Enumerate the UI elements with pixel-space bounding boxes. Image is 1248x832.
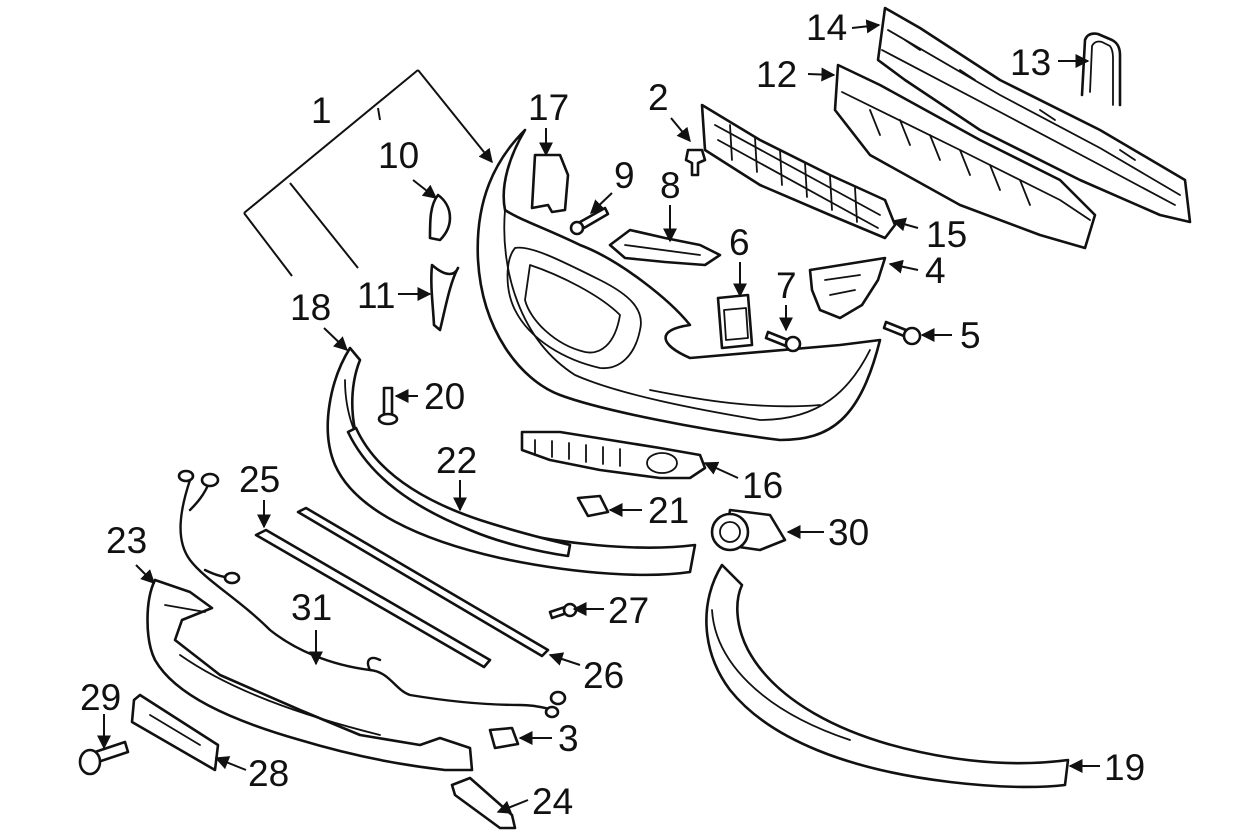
part-13-u-bracket: [1080, 32, 1122, 107]
part-5-bolt: [882, 320, 922, 346]
callout-13: 13: [1010, 42, 1051, 83]
part-31-wiring-harness: [177, 469, 567, 719]
callout-28: 28: [248, 753, 289, 794]
part-26-strip: [296, 506, 550, 658]
part-20-bolt: [377, 386, 399, 426]
callout-labels: 1 2 3 4 5 6 7 8 9 10 11 12 13 14 15 16 1…: [80, 7, 1145, 822]
callout-31: 31: [291, 587, 332, 628]
part-29-tow-hook: [78, 740, 130, 776]
callout-30: 30: [828, 512, 869, 553]
part-30-sensor: [710, 508, 787, 552]
callout-4: 4: [925, 250, 946, 291]
callout-23: 23: [106, 520, 147, 561]
callout-18: 18: [290, 287, 331, 328]
callout-16: 16: [742, 465, 783, 506]
part-14-reinforcement-bar: [876, 6, 1192, 224]
callout-15: 15: [926, 214, 967, 255]
callout-17: 17: [528, 87, 569, 128]
part-2-clip: [684, 148, 707, 177]
callout-19: 19: [1104, 747, 1145, 788]
callout-3: 3: [558, 718, 579, 759]
part-15-grille-mesh: [700, 103, 897, 240]
callout-2: 2: [648, 77, 669, 118]
part-1-bumper-cover: [476, 128, 882, 442]
callout-9: 9: [614, 155, 635, 196]
part-3-clip: [488, 726, 520, 750]
part-19-lower-lip: [705, 563, 1070, 789]
leader-lines: [97, 19, 1100, 814]
callout-20: 20: [424, 376, 465, 417]
callout-21: 21: [648, 490, 689, 531]
part-11-cover: [430, 263, 460, 332]
callout-25: 25: [239, 459, 280, 500]
callout-5: 5: [960, 315, 981, 356]
callout-6: 6: [729, 222, 750, 263]
callout-24: 24: [532, 781, 573, 822]
callout-8: 8: [660, 165, 681, 206]
part-23-splash-shield: [146, 578, 474, 772]
part-27-screw: [548, 602, 578, 620]
callout-22: 22: [436, 440, 477, 481]
part-17-bracket: [530, 153, 570, 214]
part-24-bracket: [450, 776, 517, 830]
part-25-strip: [254, 528, 492, 669]
callout-10: 10: [378, 135, 419, 176]
part-9-screw: [569, 206, 610, 236]
callout-12: 12: [756, 54, 797, 95]
part-16-lower-grille: [520, 430, 707, 480]
callout-29: 29: [80, 677, 121, 718]
part-28-bracket: [130, 693, 220, 772]
callout-7: 7: [776, 265, 797, 306]
callout-14: 14: [806, 7, 847, 48]
callout-1: 1: [311, 90, 332, 131]
callout-11: 11: [357, 275, 395, 316]
part-7-bolt: [764, 330, 802, 353]
part-8-bracket: [608, 228, 722, 267]
part-12-energy-absorber: [833, 63, 1097, 250]
part-6-bracket: [716, 293, 754, 350]
part-21-clip: [576, 494, 610, 518]
callout-27: 27: [608, 590, 649, 631]
part-4-bracket: [808, 256, 887, 320]
part-22-trim: [346, 426, 572, 558]
callout-26: 26: [583, 655, 624, 696]
part-10-cover: [428, 193, 452, 242]
